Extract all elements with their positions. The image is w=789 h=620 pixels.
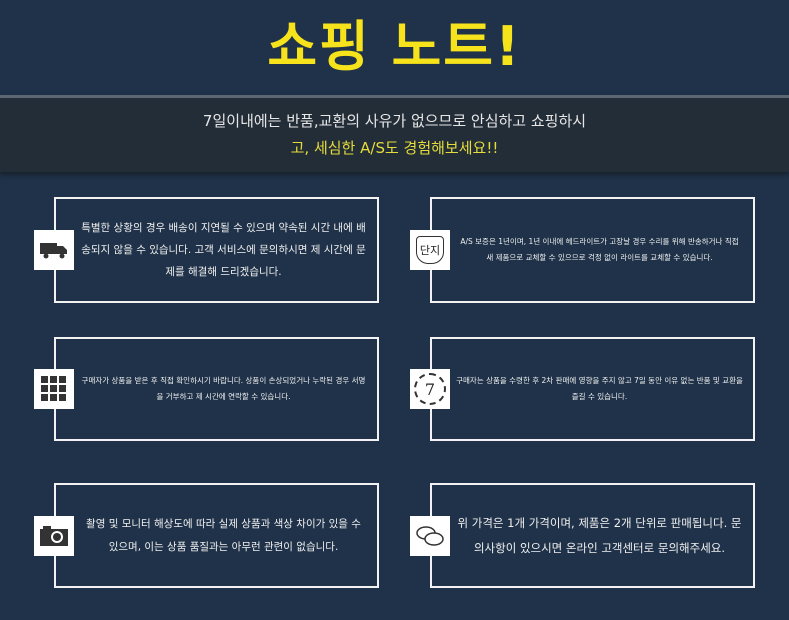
grid-icon [34,369,74,409]
card-text: 구매자는 상품을 수령한 후 2차 판매에 영향을 주지 않고 7일 동안 이유… [456,376,743,401]
chat-icon [410,515,450,556]
page-title: 쇼핑 노트! [267,15,522,78]
info-card-color: 촬영 및 모니터 해상도에 따라 실제 상품과 색상 차이가 있을 수 있으며,… [34,483,379,588]
info-card-delivery: 특별한 상황의 경우 배송이 지연될 수 있으며 약속된 시간 내에 배송되지 … [34,197,379,303]
card-text: 특별한 상황의 경우 배송이 지연될 수 있으며 약속된 시간 내에 배송되지 … [81,221,366,279]
card-text: 위 가격은 1개 가격이며, 제품은 2개 단위로 판매됩니다. 문의사항이 있… [457,516,742,555]
info-card-inspection: 구매자가 상품을 받은 후 직접 확인하시기 바랍니다. 상품이 손상되었거나 … [34,337,379,441]
notice-banner: 7일이내에는 반품,교환의 사유가 없으므로 안심하고 쇼핑하시 고, 세심한 … [0,95,789,172]
info-card-return: 7 구매자는 상품을 수령한 후 2차 판매에 영향을 주지 않고 7일 동안 … [410,337,755,441]
info-card-price: 위 가격은 1개 가격이며, 제품은 2개 단위로 판매됩니다. 문의사항이 있… [410,483,755,588]
camera-icon [34,515,74,556]
info-card-warranty: 단지 A/S 보증은 1년이며, 1년 이내에 헤드라이트가 고장날 경우 수리… [410,197,755,303]
card-text: 촬영 및 모니터 해상도에 따라 실제 상품과 색상 차이가 있을 수 있으며,… [86,518,361,553]
banner-line-1: 7일이내에는 반품,교환의 사유가 없으므로 안심하고 쇼핑하시 [202,112,587,130]
truck-icon [34,230,74,270]
shield-icon-label: 단지 [415,236,445,264]
banner-line-2: 고, 세심한 A/S도 경험해보세요!! [290,139,499,157]
shield-icon: 단지 [410,230,450,270]
seven-day-return-icon: 7 [410,369,450,409]
card-text: 구매자가 상품을 받은 후 직접 확인하시기 바랍니다. 상품이 손상되었거나 … [81,376,366,401]
return-icon-label: 7 [414,373,446,405]
card-text: A/S 보증은 1년이며, 1년 이내에 헤드라이트가 고장날 경우 수리를 위… [460,237,739,262]
